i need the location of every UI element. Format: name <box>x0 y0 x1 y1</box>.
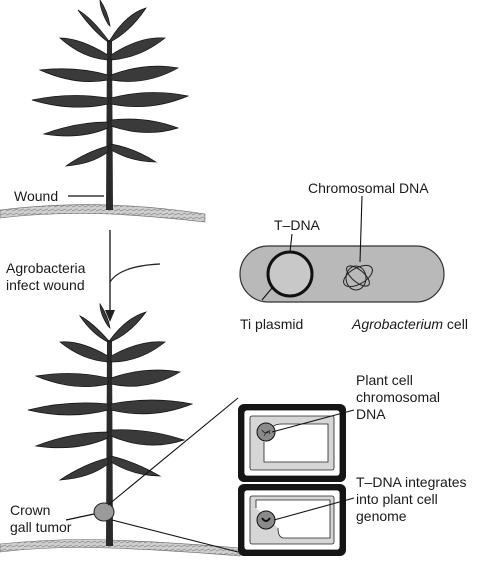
agrobacteria-infect-label-line2: infect wound <box>6 277 85 293</box>
tdna-integrates-label-line3: genome <box>356 508 407 524</box>
plant-cell-dna-label-line1: Plant cell <box>356 372 413 388</box>
chromosomal-dna-label: Chromosomal DNA <box>308 180 429 196</box>
top-plant-ground <box>0 205 205 222</box>
tdna-integrates-label-line2: into plant cell <box>356 491 438 507</box>
agrobacterium-cell <box>240 196 444 302</box>
agrobacterium-cell-label-italic: Agrobacterium <box>352 316 443 332</box>
agrobacterium-cell-label: Agrobacterium cell <box>352 316 468 332</box>
crown-gall-label-line2: gall tumor <box>10 519 71 535</box>
plant-cell-dna-label-line3: DNA <box>356 406 386 422</box>
plant-cell-dna-label-line2: chromosomal <box>356 389 440 405</box>
tumor-to-cells-line-upper <box>108 398 238 505</box>
crown-gall-label-line1: Crown <box>10 502 50 518</box>
ti-plasmid-ring <box>268 252 312 296</box>
crown-gall-tumor <box>94 503 114 521</box>
agrobacterium-cell-label-rest: cell <box>443 316 468 332</box>
ti-plasmid-label: Ti plasmid <box>240 316 303 332</box>
wound-label: Wound <box>14 188 58 204</box>
tdna-integrates-label-line1: T–DNA integrates <box>356 474 467 490</box>
bottom-plant-ground <box>0 540 240 557</box>
plant-cells <box>238 404 354 556</box>
process-arrow <box>105 230 160 322</box>
agrobacteria-infect-label-line1: Agrobacteria <box>6 260 85 276</box>
t-dna-label: T–DNA <box>274 217 320 233</box>
